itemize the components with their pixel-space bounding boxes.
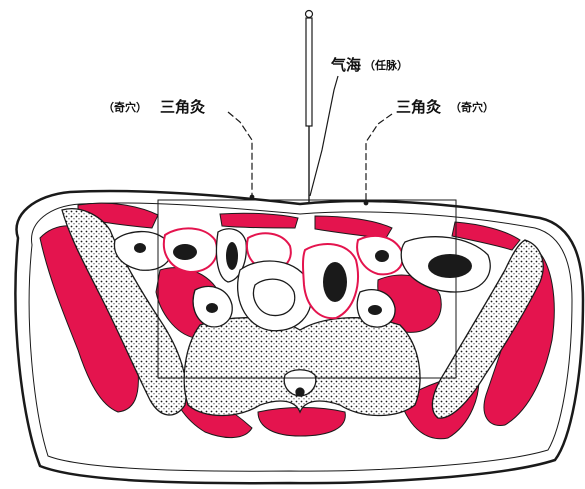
spinal-spot (296, 388, 304, 396)
label-right-name: 三角灸 (396, 98, 441, 116)
rectus-muscle-center-left (220, 213, 298, 228)
dark-content-6 (134, 243, 146, 253)
leader-left (228, 112, 252, 196)
label-left-paren: （奇穴） (103, 100, 147, 114)
dark-content-3 (323, 262, 347, 302)
leader-left-dot (250, 195, 254, 199)
leader-right-dot (364, 201, 368, 205)
needle-handle-tip (306, 11, 313, 18)
dark-content-7 (206, 303, 218, 313)
leader-right (366, 114, 392, 202)
needle-icon (306, 11, 313, 205)
leader-center (310, 76, 338, 196)
label-center-name: 气海 (330, 56, 361, 74)
needle-handle (306, 18, 312, 126)
label-center-paren: （任脉） (364, 58, 408, 72)
label-right-paren: （奇穴） (450, 100, 494, 114)
dark-content-2 (226, 242, 238, 270)
sacrum (184, 318, 420, 416)
dark-content-4 (428, 254, 472, 278)
dark-content-8 (368, 305, 382, 315)
dark-content-5 (375, 250, 389, 262)
label-left-name: 三角灸 (160, 98, 205, 116)
dark-content-1 (173, 244, 197, 260)
